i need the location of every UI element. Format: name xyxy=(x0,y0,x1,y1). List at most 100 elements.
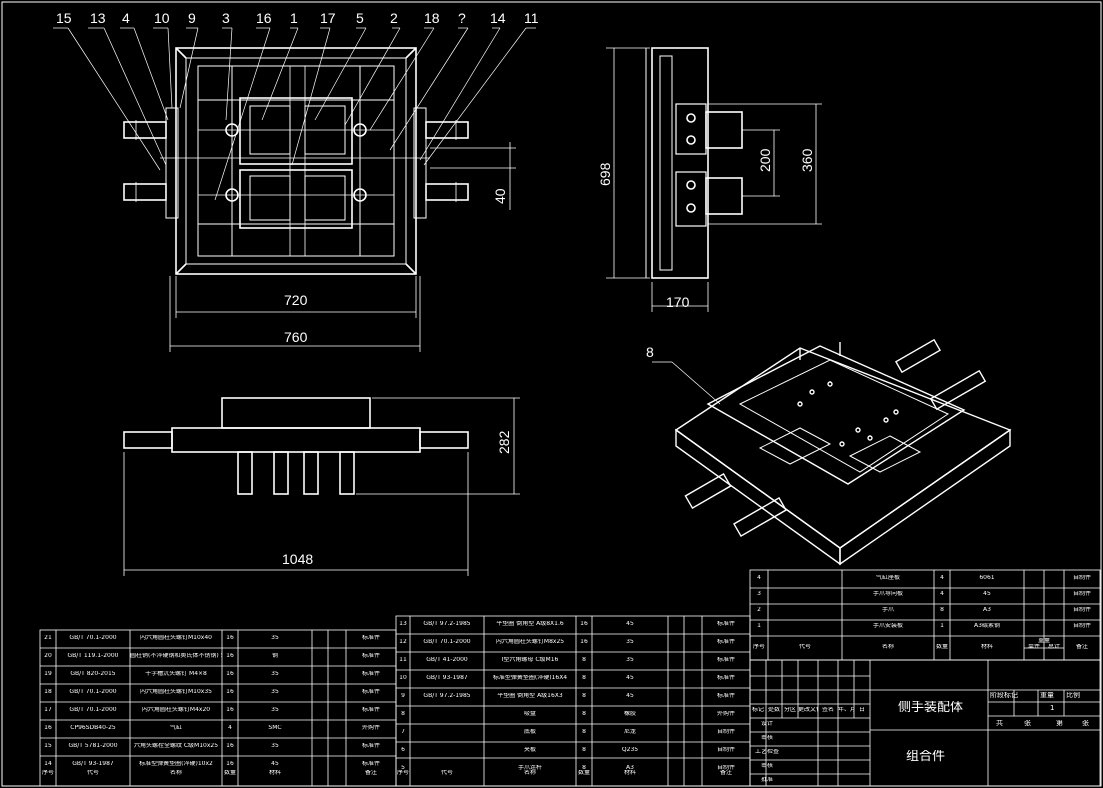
bom-cell-name: 平垫圈 倒角型 A级16X3 xyxy=(497,693,563,699)
bom-cell-name: 内六角圆柱头螺钉M4x20 xyxy=(141,707,211,713)
bom-cell-name: 标准型弹簧垫圈(淬硬)10x2 xyxy=(139,761,213,767)
bom-cell-note: 自制件 xyxy=(1072,591,1091,597)
bom-cell-qty: 1 xyxy=(940,623,944,629)
bom-header-code: 代号 xyxy=(440,770,453,776)
bom-cell-no: 10 xyxy=(399,675,407,681)
bom-cell-name: 内六角圆柱头螺钉M10x35 xyxy=(140,689,212,695)
bom-cell-note: 自制件 xyxy=(716,765,735,771)
bom-cell-qty: 4 xyxy=(228,725,232,731)
side-view xyxy=(645,47,743,279)
bom-cell-no: 13 xyxy=(399,621,407,627)
bom-cell-no: 18 xyxy=(44,689,52,695)
bom-cell-qty: 16 xyxy=(226,671,234,677)
bom-cell-no: 20 xyxy=(44,653,52,659)
bom-cell-name: 十字槽沉头螺钉 M4×8 xyxy=(145,671,207,677)
balloon: 9 xyxy=(188,10,196,26)
bom-cell-code: CP96SDB40-25 xyxy=(70,725,116,731)
bom-cell-no: 15 xyxy=(44,743,52,749)
bom-cell-note: 自制件 xyxy=(1072,623,1091,629)
bom-cell-qty: 16 xyxy=(580,621,588,627)
bom-cell-note: 标准件 xyxy=(716,639,735,645)
balloon: 10 xyxy=(154,10,170,26)
bom-cell-qty: 4 xyxy=(940,591,944,597)
bom-cell-qty: 16 xyxy=(580,639,588,645)
bom-cell-no: 5 xyxy=(401,765,405,771)
balloon-leaders xyxy=(53,27,536,201)
bom-cell-mat: 橡胶 xyxy=(623,711,636,717)
sheet-no-unit: 张 xyxy=(1082,720,1089,727)
bom-cell-note: 外购件 xyxy=(716,711,735,717)
balloon: 15 xyxy=(56,10,72,26)
bom-cell-mat: 35 xyxy=(271,635,279,641)
isometric-view xyxy=(674,338,1012,566)
bom-cell-code: GB/T 70.1-2000 xyxy=(423,639,471,645)
bom-cell-qty: 8 xyxy=(940,607,944,613)
front-view-dimensions xyxy=(123,397,520,576)
front-view xyxy=(123,397,469,495)
bom-cell-code: GB/T 97.2-1985 xyxy=(423,693,471,699)
balloon: 18 xyxy=(424,10,440,26)
bom-cell-note: 自制件 xyxy=(1072,575,1091,581)
bom-cell-mat: A3 xyxy=(983,607,991,613)
bom-cell-note: 标准件 xyxy=(716,675,735,681)
bom-cell-qty: 8 xyxy=(582,747,586,753)
bom-cell-mat: 35 xyxy=(271,689,279,695)
bom-cell-no: 11 xyxy=(399,657,407,663)
bom-cell-code: GB/T 97.2-1985 xyxy=(423,621,471,627)
bom-cell-code: GB/T 93-1987 xyxy=(72,761,114,767)
bom-cell-no: 9 xyxy=(401,693,405,699)
bom-cell-mat: 尼龙 xyxy=(623,729,636,735)
bom-cell-qty: 8 xyxy=(582,765,586,771)
bom-header-note: 备注 xyxy=(364,770,377,776)
bom-cell-no: 17 xyxy=(44,707,52,713)
dim-698: 698 xyxy=(597,162,613,186)
bom-cell-qty: 8 xyxy=(582,693,586,699)
balloon: 14 xyxy=(490,10,506,26)
bom-cell-note: 标准件 xyxy=(361,653,380,659)
dim-200: 200 xyxy=(757,148,773,172)
bom-cell-no: 16 xyxy=(44,725,52,731)
bom-cell-qty: 8 xyxy=(582,675,586,681)
dim-360: 360 xyxy=(799,148,815,172)
bom-cell-mat: 钢 xyxy=(271,653,278,659)
bom-cell-no: 14 xyxy=(44,761,52,767)
bom-cell-qty: 16 xyxy=(226,707,234,713)
bom-cell-name: 手爪 xyxy=(881,607,894,613)
sheet-total-label: 共 xyxy=(996,720,1003,727)
top-view xyxy=(123,47,469,275)
bom-cell-code: GB/T 820-2015 xyxy=(70,671,116,677)
approval-role: 工艺检查 xyxy=(754,749,779,755)
bom-cell-qty: 16 xyxy=(226,653,234,659)
bom-cell-qty: 16 xyxy=(226,635,234,641)
bom-header-wt: 重量 xyxy=(1037,638,1050,644)
bom-cell-mat: 35 xyxy=(271,707,279,713)
bom-cell-no: 2 xyxy=(757,607,761,613)
revision-col-head: 处数 xyxy=(767,707,780,713)
bom-cell-mat: A3碳素钢 xyxy=(974,623,1000,629)
bom-cell-note: 标准件 xyxy=(716,693,735,699)
dim-170: 170 xyxy=(666,294,690,310)
bom-cell-mat: 45 xyxy=(626,693,634,699)
bom-header-mat: 材料 xyxy=(980,644,993,650)
bom-cell-note: 标准件 xyxy=(716,657,735,663)
bom-cell-name: 圆柱销(不淬硬钢和奥氏体不锈钢) 5x40 xyxy=(130,653,222,659)
balloon: ? xyxy=(458,10,466,26)
bom-header-note: 备注 xyxy=(719,770,732,776)
bom-cell-note: 标准件 xyxy=(361,761,380,767)
bom-cell-name: 手爪安装板 xyxy=(872,623,903,629)
bom-cell-qty: 8 xyxy=(582,657,586,663)
approval-role: 批准 xyxy=(760,777,773,783)
balloon: 1 xyxy=(290,10,298,26)
bom-cell-code: GB/T 70.1-2000 xyxy=(69,707,117,713)
bom-cell-qty: 8 xyxy=(582,711,586,717)
bom-cell-note: 自制件 xyxy=(716,747,735,753)
bom-header-code: 代号 xyxy=(86,770,99,776)
bom-header-no: 序号 xyxy=(41,770,54,776)
head-weight: 重量 xyxy=(1040,692,1054,699)
bom-cell-note: 标准件 xyxy=(361,635,380,641)
balloon-8: 8 xyxy=(646,344,654,360)
revision-col-head: 分区 xyxy=(783,707,796,713)
bom-header-mat: 材料 xyxy=(623,770,636,776)
bom-cell-name: 内六角圆柱头螺钉M10x40 xyxy=(140,635,212,641)
